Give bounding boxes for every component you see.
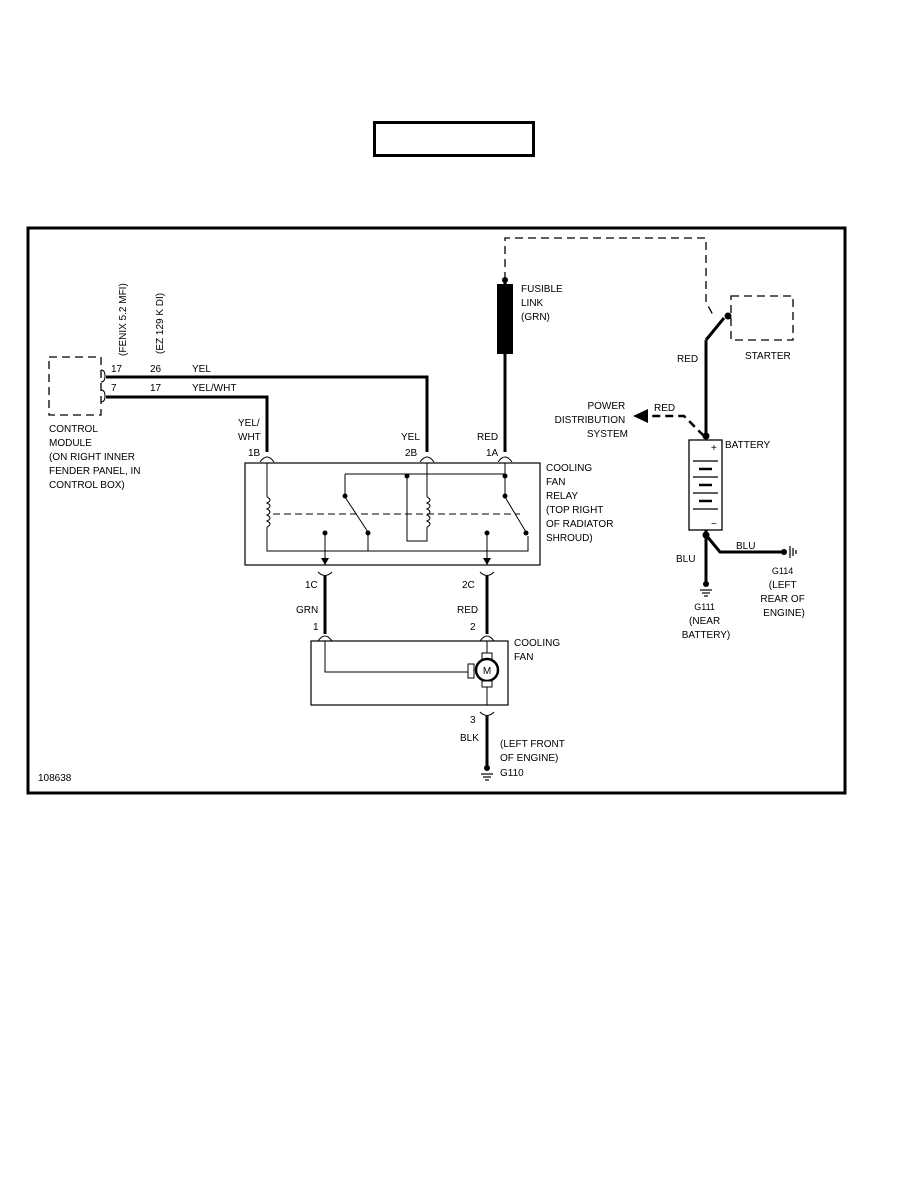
wire-yel-pin-fenix: 17 xyxy=(111,364,123,375)
wire-yel-wht-pin-ez: 17 xyxy=(150,383,162,394)
control-module-variant-fenix: (FENIX 5.2 MFI) xyxy=(118,283,129,356)
fan-bottom-connector xyxy=(479,711,495,716)
wire-yel-pin-ez: 26 xyxy=(150,364,162,375)
fan-pin-3: 3 xyxy=(470,715,476,726)
fan-pin-2: 2 xyxy=(470,622,476,633)
battery-plus: + xyxy=(711,443,717,454)
fan-top-connectors xyxy=(317,635,495,642)
pin-1c-color: GRN xyxy=(296,605,318,616)
battery-cells xyxy=(693,460,718,510)
battery xyxy=(688,439,723,531)
pin-1c-label: 1C xyxy=(305,580,318,591)
ground-g114-symbol xyxy=(781,546,797,558)
control-module xyxy=(48,356,106,416)
starter-label: STARTER xyxy=(745,351,791,362)
cooling-fan-label: COOLING FAN xyxy=(514,638,563,663)
fan-ground-location: (LEFT FRONT OF ENGINE) xyxy=(500,739,567,764)
fan-ground-wire: BLK xyxy=(460,733,479,744)
fan-motor xyxy=(324,641,500,705)
pin-2b-color: YEL xyxy=(401,432,420,443)
fusible-link-label: FUSIBLE LINK (GRN) xyxy=(521,284,565,323)
relay-bottom-connectors xyxy=(317,571,495,576)
wire-red-power-dist xyxy=(648,414,705,437)
diagram-title-box xyxy=(373,121,535,157)
starter-switch xyxy=(704,317,726,341)
cooling-fan-relay-label: COOLING FAN RELAY (TOP RIGHT OF RADIATOR… xyxy=(546,463,616,544)
ground-g114-label: G114 (LEFT REAR OF ENGINE) xyxy=(760,566,807,619)
figure-number: 108638 xyxy=(38,773,72,784)
power-distribution-label: POWER DISTRIBUTION SYSTEM xyxy=(555,401,628,440)
fan-motor-letter: M xyxy=(483,666,491,677)
pin-1b-label: 1B xyxy=(248,448,261,459)
pin-1a-color: RED xyxy=(477,432,498,443)
pin-2c-label: 2C xyxy=(462,580,475,591)
cooling-fan xyxy=(310,640,509,706)
relay-bottom-arrows xyxy=(321,558,491,565)
pin-2c-color: RED xyxy=(457,605,478,616)
ground-g111-symbol xyxy=(700,581,712,597)
wire-yel-wht-pin-fenix: 7 xyxy=(111,383,117,394)
relay-internal-circuit xyxy=(265,463,529,565)
battery-ground-wire-left: BLU xyxy=(676,554,695,565)
ground-g110-label: G110 xyxy=(500,768,524,779)
relay-top-connectors xyxy=(259,456,513,463)
pin-2b-label: 2B xyxy=(405,448,418,459)
fusible-link xyxy=(497,284,513,354)
ground-g111-label: G111 (NEAR BATTERY) xyxy=(682,602,731,641)
control-module-variant-ez: (EZ 129 K DI) xyxy=(155,293,166,354)
wire-yel-color: YEL xyxy=(192,364,211,375)
wire-blu-g114 xyxy=(704,534,782,554)
pin-1a-label: 1A xyxy=(486,448,499,459)
wire-yel-wht-color: YEL/WHT xyxy=(192,383,236,394)
power-distribution-arrow xyxy=(633,409,648,423)
diagram-frame xyxy=(26,226,847,795)
starter xyxy=(730,295,794,341)
battery-ground-wire-right: BLU xyxy=(736,541,755,552)
starter-wire-color: RED xyxy=(677,354,698,365)
wire-yel-wht xyxy=(106,395,269,452)
cooling-fan-relay xyxy=(244,462,541,566)
ground-g110-symbol xyxy=(481,765,493,781)
fusible-link-dashed-feed xyxy=(504,237,714,316)
battery-label: BATTERY xyxy=(725,440,771,451)
fan-pin-1: 1 xyxy=(313,622,319,633)
wire-yel xyxy=(106,375,429,452)
pin-1b-color: YEL/ WHT xyxy=(238,418,262,443)
battery-minus: − xyxy=(711,519,717,530)
power-distribution-wire-color: RED xyxy=(654,403,675,414)
control-module-label: CONTROL MODULE (ON RIGHT INNER FENDER PA… xyxy=(49,424,143,491)
